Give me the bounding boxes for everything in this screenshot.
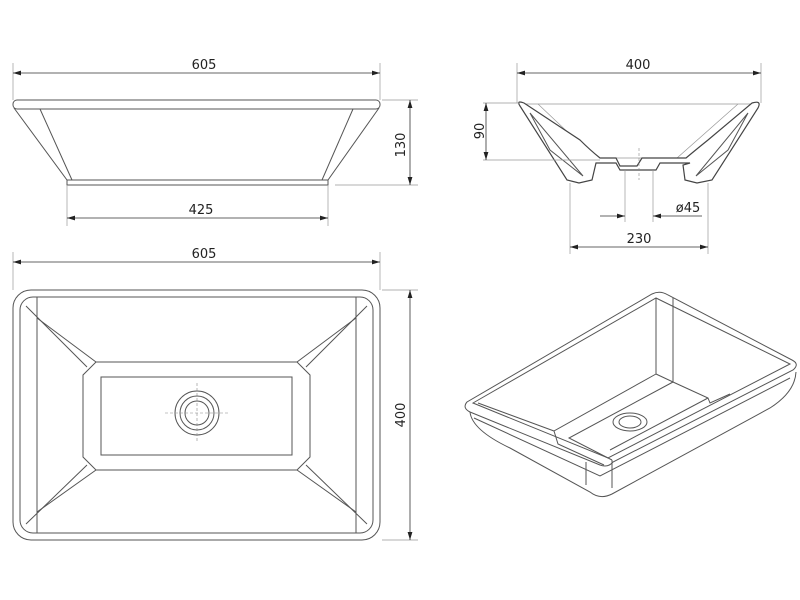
basin-rim xyxy=(12,99,381,110)
bowl-floor xyxy=(82,361,311,471)
iso-drain-icon xyxy=(612,412,648,432)
dimension-width: 605 xyxy=(192,247,217,262)
dimension-section-depth: 90 xyxy=(473,123,488,140)
drain-icon xyxy=(165,383,229,443)
iso-rim xyxy=(464,291,797,467)
dimension-drain-diameter: ø45 xyxy=(676,201,701,216)
dimension-section-width: 400 xyxy=(626,58,651,73)
basin-profile xyxy=(13,107,380,181)
dimension-base-width: 425 xyxy=(189,203,214,218)
section-view: 400 90 ø45 230 xyxy=(473,58,762,254)
top-view: 605 400 xyxy=(12,247,418,541)
isometric-view xyxy=(464,291,797,498)
basin-base xyxy=(66,179,329,186)
dimension-depth: 400 xyxy=(394,403,409,428)
dimension-top-width: 605 xyxy=(192,58,217,73)
outer-rim xyxy=(12,289,381,541)
front-view: 605 425 130 xyxy=(12,58,418,226)
dimension-height: 130 xyxy=(394,133,409,158)
dimension-section-base: 230 xyxy=(627,232,652,247)
basin-cross-section xyxy=(518,101,760,184)
